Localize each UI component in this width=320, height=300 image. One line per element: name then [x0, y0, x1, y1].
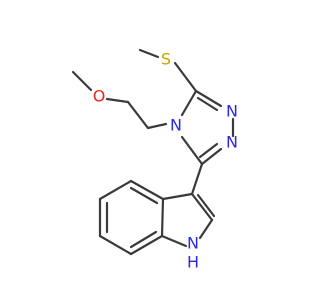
bond-c3-n4	[180, 135, 204, 166]
bond-n2-c3	[200, 147, 223, 166]
bond-c3-c2-double	[196, 193, 216, 218]
bond-c5-n1	[194, 89, 223, 108]
oxygen-atom-label: O	[93, 87, 106, 106]
bond-c3-c3a	[161, 192, 194, 201]
bond-n2-c3-double	[198, 142, 219, 159]
triazole-nitrogen-4-label: N	[170, 116, 182, 135]
bond-ch3-o	[71, 70, 93, 92]
bond-c5-n1-double	[196, 96, 219, 112]
triazole-nitrogen-2-label: N	[226, 133, 238, 152]
indole-hydrogen-label: H	[187, 253, 199, 272]
bond-layer	[71, 48, 235, 256]
bond-c7-c7a	[129, 234, 164, 256]
bond-ch2-n4	[146, 122, 168, 130]
bond-c3-c2	[190, 192, 214, 222]
bond-s-c5	[173, 61, 198, 93]
bond-ch3-s	[138, 48, 160, 59]
bond-c3a-c4-double	[129, 186, 159, 205]
indole-nitrogen-label: N	[187, 234, 199, 253]
sulfur-atom-label: S	[161, 50, 171, 69]
bond-triazole-indole	[190, 162, 204, 196]
bond-c5-n4	[180, 89, 198, 117]
bond-c6-c7	[98, 234, 133, 256]
atom-label-layer: O S N N N N H	[93, 50, 238, 272]
bond-c2-n1	[198, 218, 214, 240]
molecule-structure-diagram: O S N N N N H	[71, 48, 238, 272]
bond-c3a-c7a	[160, 197, 165, 238]
bond-o-ch2	[105, 97, 130, 104]
bond-n1-c7a	[160, 234, 188, 248]
bond-c4-c5	[98, 179, 133, 201]
triazole-nitrogen-1-label: N	[226, 102, 238, 121]
bond-c7-c7a-double	[129, 230, 158, 249]
bond-ch2-ch2	[126, 100, 150, 130]
bond-c3a-c4	[129, 179, 165, 201]
